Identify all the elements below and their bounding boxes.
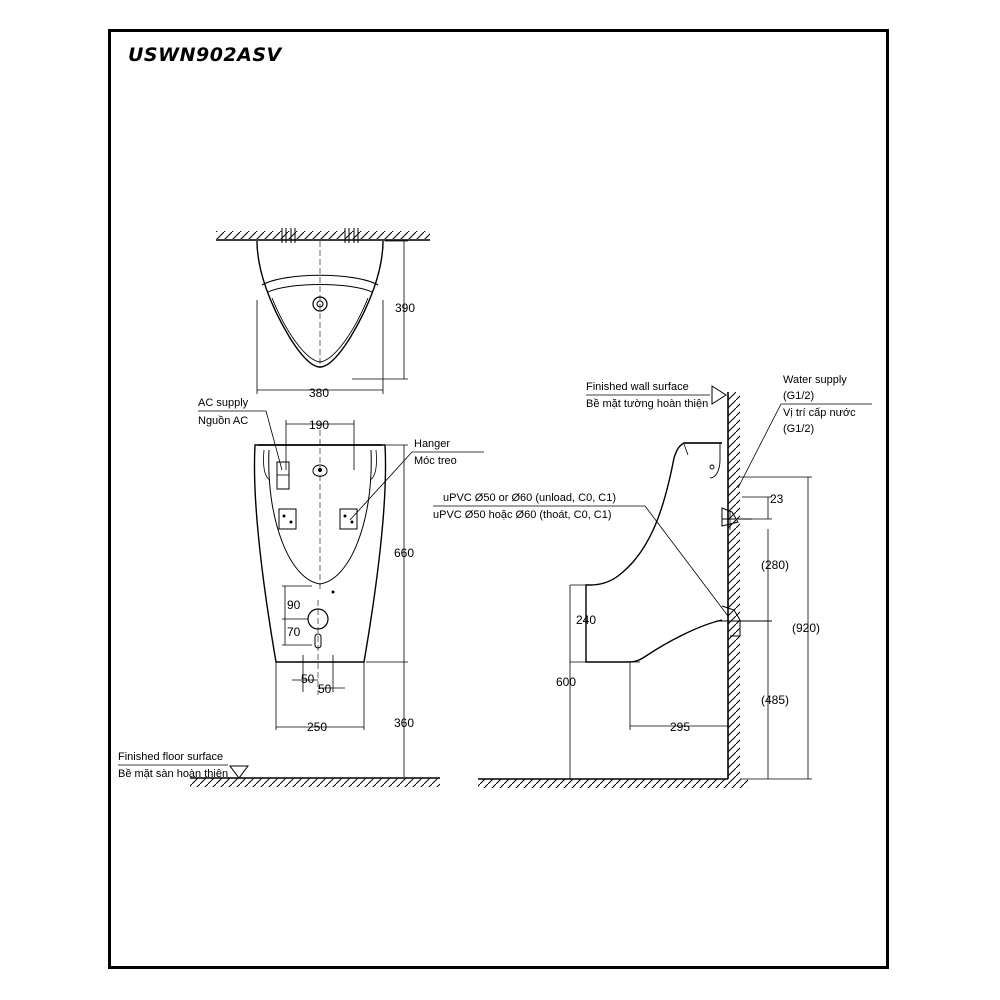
hanger-right [339,508,358,530]
dim-front-190: 190 [309,418,329,432]
top-view: 390 380 [216,228,430,400]
dim-front-50-right: 50 [318,682,332,696]
dim-side-240: 240 [576,613,596,627]
dim-side-920: (920) [792,621,820,635]
ac-supply-box [276,461,290,490]
dim-side-280: (280) [761,558,789,572]
hanger-left [278,508,297,530]
dim-front-250: 250 [307,720,327,734]
side-body-outline [585,442,723,663]
label-hanger-vi: Móc treo [414,455,457,467]
wall-marker [711,385,727,405]
dim-front-90: 90 [287,598,301,612]
front-sensor [312,464,328,477]
label-water: Water supply [783,374,847,386]
dim-front-360: 360 [394,716,414,730]
label-water-g: (G1/2) [783,390,814,402]
model-title: USWN902ASV [128,44,282,66]
front-view: 190 660 360 90 70 50 50 250 AC supply Ng… [118,397,484,787]
side-floor-hatch [478,779,748,788]
dim-side-600: 600 [556,675,576,689]
dim-front-70: 70 [287,625,301,639]
label-hanger: Hanger [414,438,450,450]
dim-side-485: (485) [761,693,789,707]
side-view: 240 600 295 (920) 23 (280) (485) Finishe… [433,374,872,788]
front-floor-hatch [190,778,440,787]
drain-outlet [721,605,741,637]
label-floor-vi: Bề mặt sàn hoàn thiện [118,768,228,780]
label-wall: Finished wall surface [586,381,689,393]
side-wall-hatch [728,392,740,779]
label-drain: uPVC Ø50 or Ø60 (unload, C0, C1) [443,492,616,504]
label-water-vi-g: (G1/2) [783,423,814,435]
label-ac-supply: AC supply [198,397,249,409]
dim-top-depth: 390 [395,301,415,315]
drawing-frame [108,29,889,969]
top-wall-hatch [216,231,430,239]
water-inlet [721,507,739,527]
label-wall-vi: Bề mặt tường hoàn thiện [586,398,708,410]
wall-fixings [281,228,359,243]
dim-front-660: 660 [394,546,414,560]
dim-side-23: 23 [770,492,784,506]
label-water-vi: Vị trí cấp nước [783,407,856,419]
dim-side-295: 295 [670,720,690,734]
label-ac-supply-vi: Nguồn AC [198,415,248,427]
label-drain-vi: uPVC Ø50 hoặc Ø60 (thoát, C0, C1) [433,509,612,521]
label-floor: Finished floor surface [118,751,223,763]
dim-top-width: 380 [309,386,329,400]
floor-marker [229,765,249,779]
dim-front-50-left: 50 [301,672,315,686]
